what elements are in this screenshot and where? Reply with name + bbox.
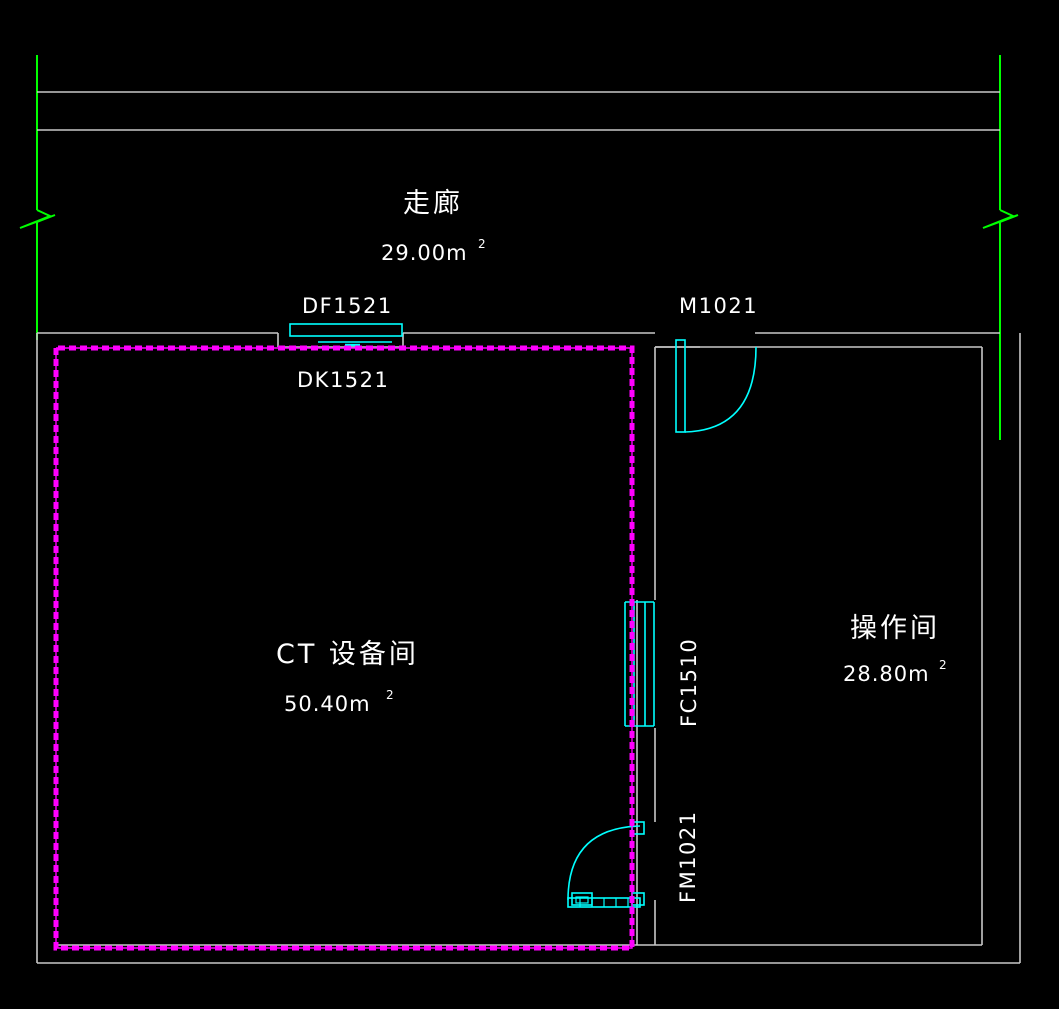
opening-label-dk1521: DK1521	[297, 368, 390, 392]
shield-boundary-ct-room	[53, 345, 635, 951]
room-area-corridor: 29.00m	[381, 241, 468, 265]
window-df1521	[289, 323, 403, 347]
axis-line-right	[982, 55, 1019, 440]
room-area-superscript-corridor: 2	[478, 237, 487, 251]
wall-operation-room	[655, 333, 1021, 963]
room-area-operation-room: 28.80m	[843, 662, 930, 686]
room-area-superscript-operation-room: 2	[939, 658, 948, 672]
opening-label-fm1021: FM1021	[676, 810, 700, 903]
room-label-ct-equipment-room: CT 设备间	[276, 639, 419, 670]
room-area-superscript-ct-equipment-room: 2	[386, 688, 395, 702]
wall-ct-room	[36, 333, 1020, 964]
opening-label-df1521: DF1521	[302, 294, 393, 318]
wall-top-outer	[37, 91, 1000, 131]
room-area-ct-equipment-room: 50.40m	[284, 692, 371, 716]
axis-line-left	[19, 55, 56, 340]
room-label-operation-room: 操作间	[850, 613, 940, 644]
opening-label-fc1510: FC1510	[677, 637, 701, 727]
wall-corridor-south	[37, 332, 1000, 348]
room-label-corridor: 走廊	[403, 188, 463, 219]
window-fc1510	[624, 601, 655, 727]
opening-label-m1021: M1021	[679, 294, 759, 318]
door-m1021	[675, 339, 757, 433]
